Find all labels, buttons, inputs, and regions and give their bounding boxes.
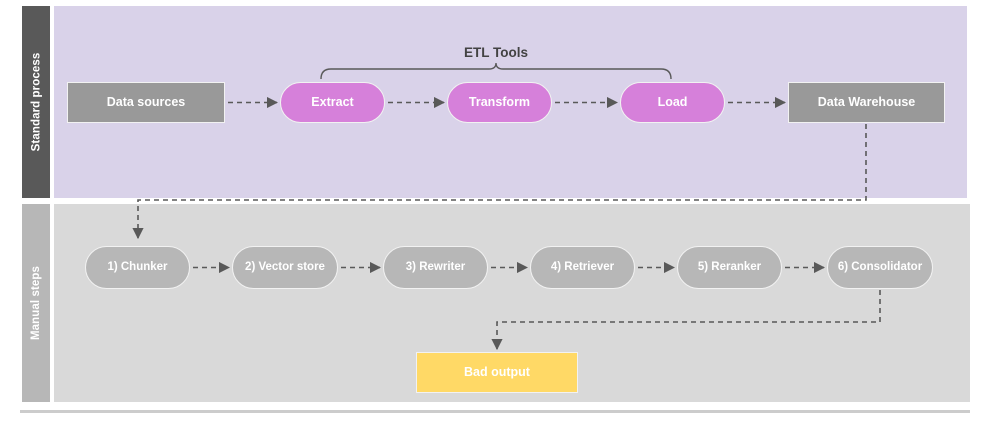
lane-label-manual-steps: Manual steps: [22, 204, 50, 402]
node-bad-output-label: Bad output: [464, 365, 530, 380]
bottom-divider: [20, 410, 970, 413]
node-retriever-label: 4) Retriever: [550, 260, 615, 273]
node-retriever[interactable]: 4) Retriever: [530, 246, 635, 289]
node-transform-label: Transform: [468, 95, 531, 110]
lane-label-standard-process-text: Standard process: [30, 52, 42, 152]
node-vector-store[interactable]: 2) Vector store: [232, 246, 338, 289]
node-rewriter[interactable]: 3) Rewriter: [383, 246, 488, 289]
node-rewriter-label: 3) Rewriter: [405, 260, 466, 273]
lane-label-manual-steps-text: Manual steps: [30, 265, 42, 341]
node-extract-label: Extract: [311, 95, 354, 110]
node-reranker[interactable]: 5) Reranker: [677, 246, 782, 289]
node-chunker[interactable]: 1) Chunker: [85, 246, 190, 289]
node-consolidator-label: 6) Consolidator: [837, 260, 923, 273]
node-vector-store-label: 2) Vector store: [245, 260, 325, 273]
lane-label-standard-process: Standard process: [22, 6, 50, 198]
etl-tools-label: ETL Tools: [464, 45, 528, 60]
node-data-sources-label: Data sources: [106, 95, 186, 110]
node-reranker-label: 5) Reranker: [697, 260, 762, 273]
node-chunker-label: 1) Chunker: [107, 260, 168, 273]
node-load[interactable]: Load: [620, 82, 725, 123]
node-transform[interactable]: Transform: [447, 82, 552, 123]
node-data-warehouse[interactable]: Data Warehouse: [788, 82, 945, 123]
node-consolidator[interactable]: 6) Consolidator: [827, 246, 933, 289]
node-data-warehouse-label: Data Warehouse: [817, 95, 916, 110]
node-data-sources[interactable]: Data sources: [67, 82, 225, 123]
node-extract[interactable]: Extract: [280, 82, 385, 123]
node-load-label: Load: [657, 95, 688, 110]
node-bad-output[interactable]: Bad output: [416, 352, 578, 393]
